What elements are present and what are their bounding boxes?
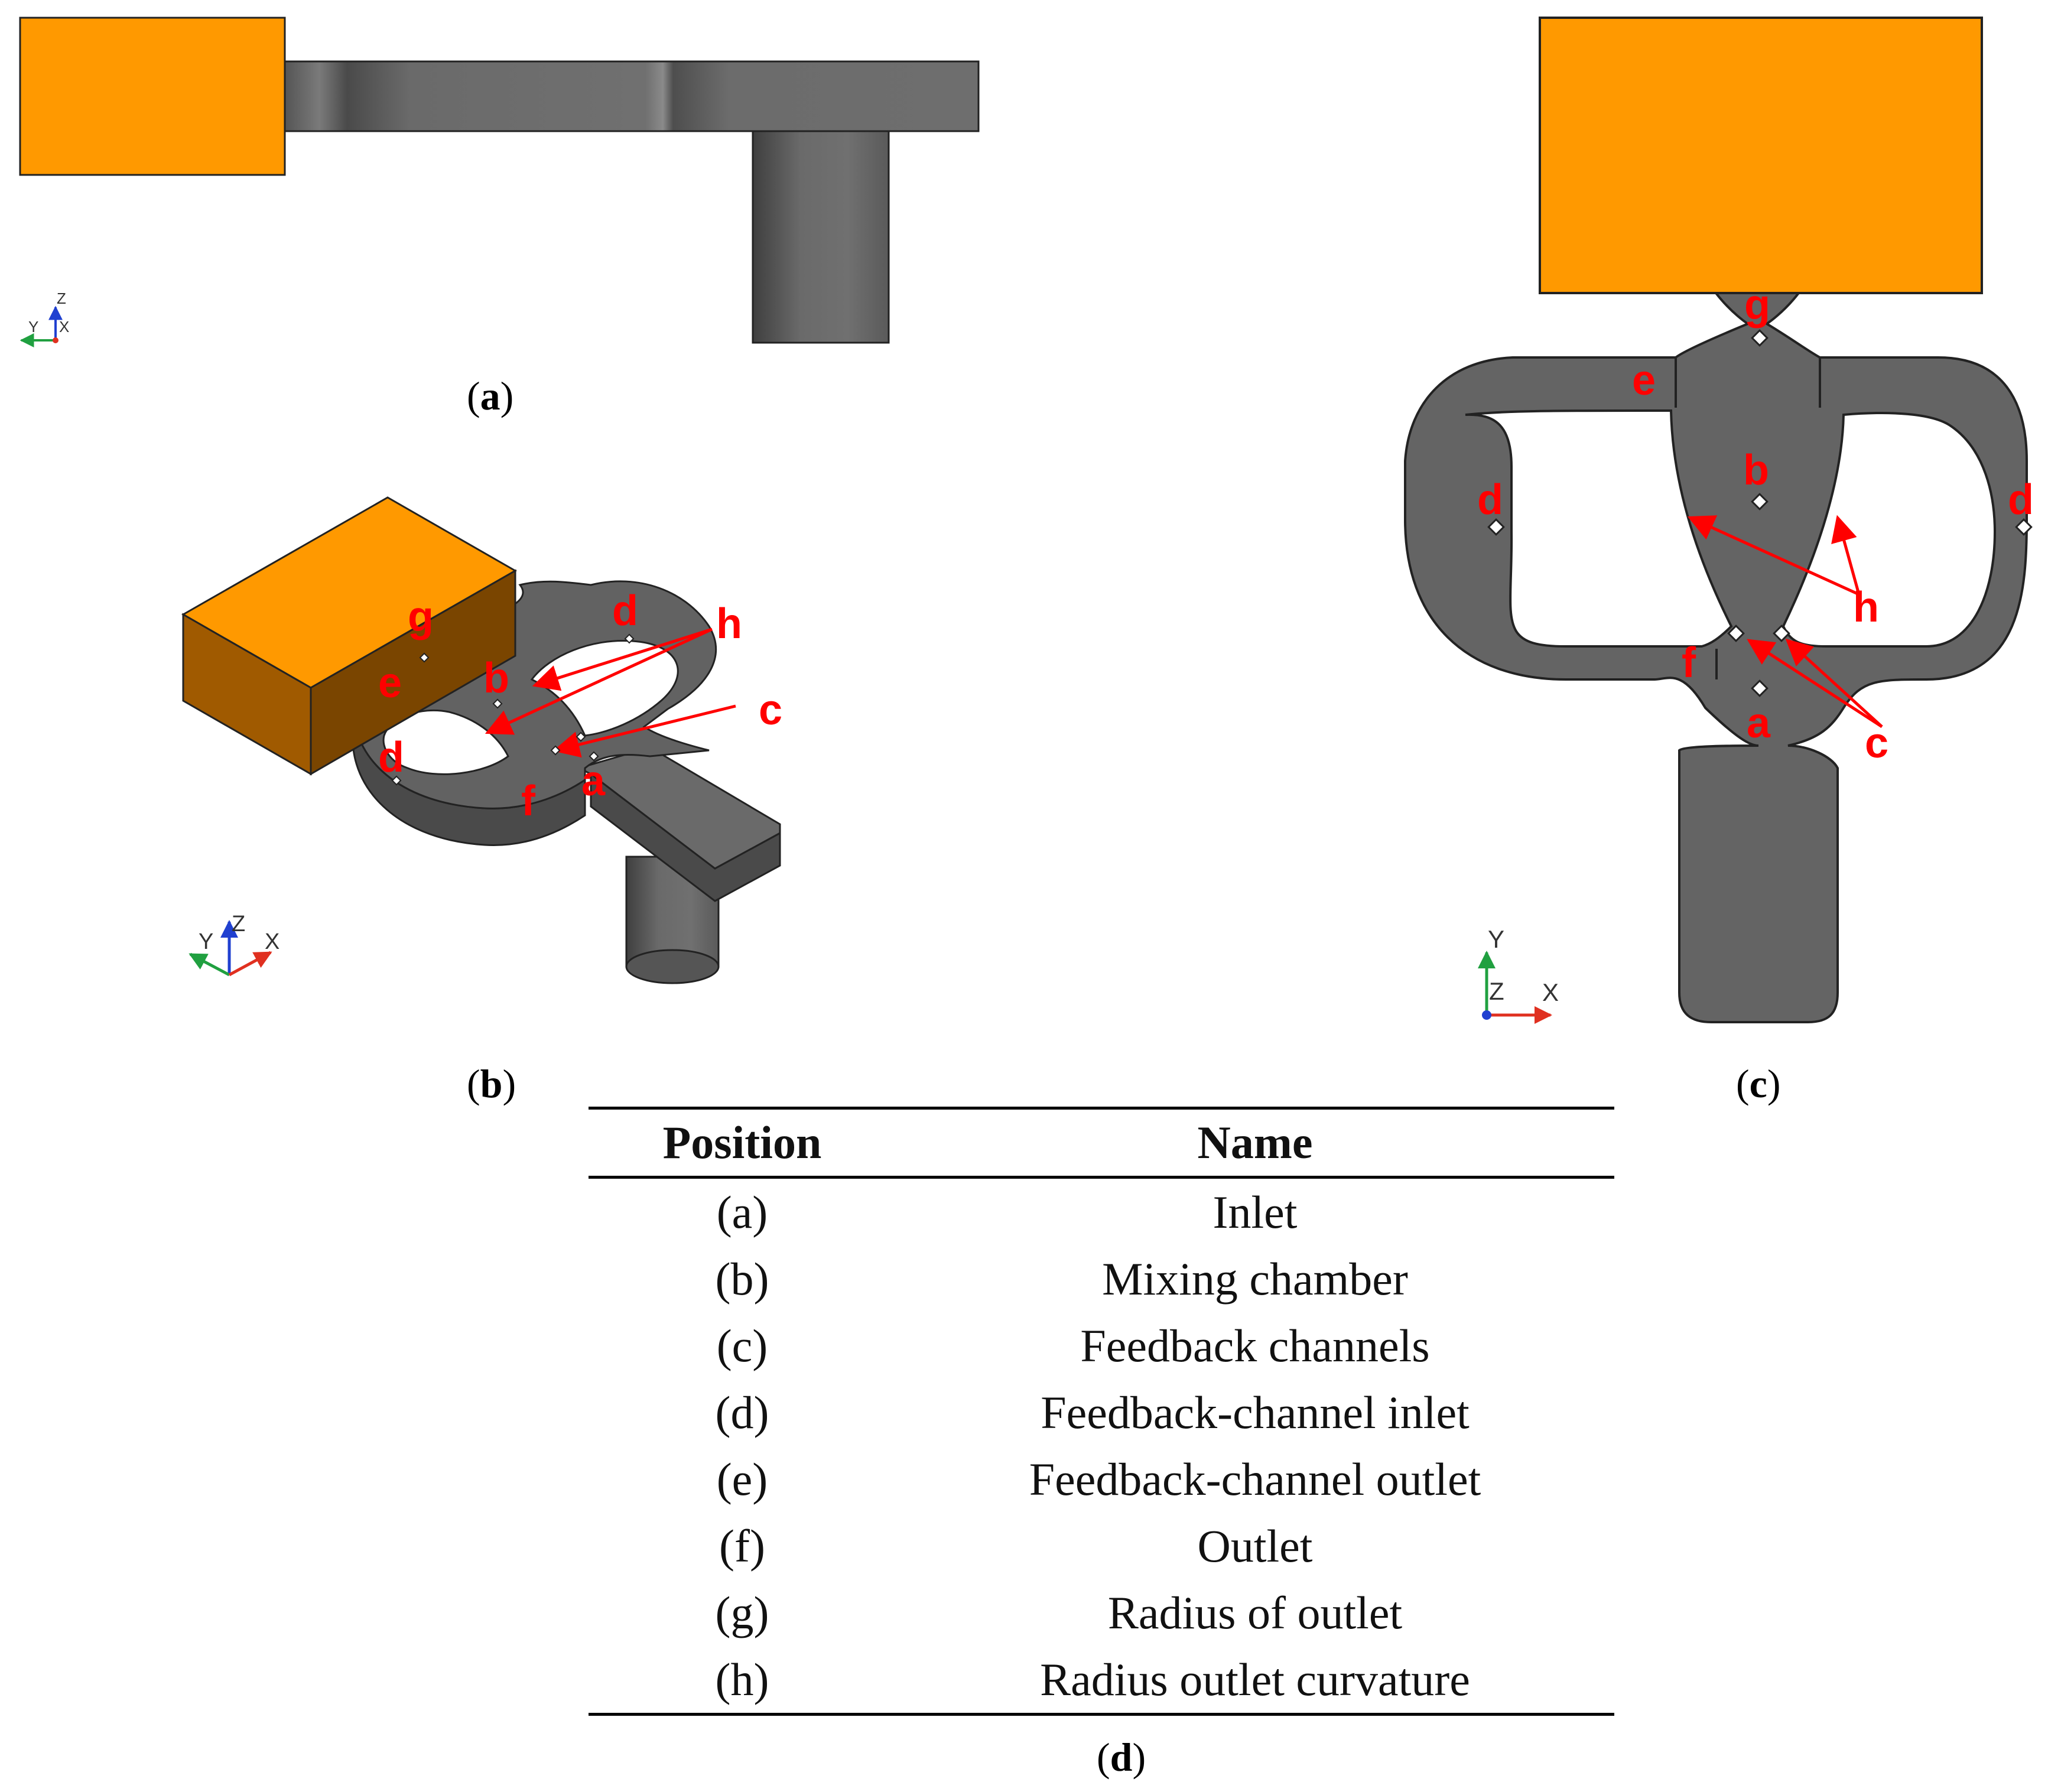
cell-position: (g) <box>715 1586 769 1638</box>
cell-position: (h) <box>715 1653 769 1705</box>
panel-a-axis-triad: Z Y X <box>19 290 69 347</box>
panel-a-axis-y: Y <box>28 318 38 336</box>
table-row: (f) Outlet <box>589 1513 1614 1579</box>
panel-c-label-g: g <box>1744 281 1770 329</box>
panel-c-caption: (c) <box>1736 1061 1781 1106</box>
panel-b-caption: (b) <box>467 1061 516 1106</box>
panel-b-orange-block <box>181 496 518 776</box>
table-header-row: Position Name <box>589 1108 1614 1178</box>
table-row: (c) Feedback channels <box>589 1312 1614 1379</box>
cell-name: Mixing chamber <box>1102 1253 1408 1305</box>
header-position: Position <box>662 1117 822 1168</box>
panel-b-label-e: e <box>378 659 402 707</box>
panel-b-label-b: b <box>483 655 509 702</box>
cell-name: Feedback channels <box>1080 1319 1430 1371</box>
panel-c-arrows <box>1687 515 1883 728</box>
cell-name: Radius outlet curvature <box>1040 1653 1470 1705</box>
panel-c-label-h: h <box>1853 584 1879 631</box>
panel-b-isometric-view: g e b d d h c f a Z Y X <box>181 496 782 984</box>
panel-b-axis-y: Y <box>199 929 213 954</box>
panel-b-ring-hole-left <box>382 709 509 775</box>
panel-b-axis-z: Z <box>232 912 245 936</box>
panel-c-label-c: c <box>1865 720 1888 767</box>
panel-c-axis-triad: Y Z X <box>1478 925 1559 1024</box>
panel-c-label-b: b <box>1743 447 1769 494</box>
cell-name: Inlet <box>1212 1186 1298 1238</box>
table-row: (b) Mixing chamber <box>589 1245 1614 1312</box>
table-row: (a) Inlet <box>589 1178 1614 1246</box>
panel-a-outlet-cylinder <box>752 130 890 344</box>
panel-a-axis-x: X <box>59 318 69 336</box>
cell-position: (c) <box>716 1319 768 1371</box>
cell-position: (f) <box>719 1520 765 1572</box>
table-row: (e) Feedback-channel outlet <box>589 1446 1614 1513</box>
panel-b-outlet-cylinder <box>625 856 720 984</box>
header-name: Name <box>1197 1117 1313 1168</box>
panel-c-axis-x: X <box>1542 978 1559 1006</box>
panel-c-label-e: e <box>1632 357 1656 404</box>
panel-c-axis-z: Z <box>1489 977 1504 1005</box>
panel-a-side-view: Z Y X <box>19 17 980 347</box>
panel-c-label-a: a <box>1747 700 1771 747</box>
cell-name: Outlet <box>1197 1520 1313 1572</box>
panel-b-arrows <box>485 627 736 758</box>
panel-c-markers <box>1487 329 2033 697</box>
table-row: (h) Radius outlet curvature <box>589 1646 1614 1715</box>
panel-a-axis-z: Z <box>57 290 66 307</box>
panel-b-label-g: g <box>408 593 434 640</box>
panel-b-axis-triad: Z Y X <box>188 912 279 977</box>
position-name-table: Position Name (a) Inlet (b) Mixing chamber… <box>589 1107 1614 1716</box>
cell-name: Feedback-channel inlet <box>1041 1386 1470 1438</box>
table-row: (d) Feedback-channel inlet <box>589 1379 1614 1446</box>
panel-b-label-d-top: d <box>612 587 638 635</box>
panel-b-ring-hole <box>530 639 679 737</box>
table-row: (g) Radius of outlet <box>589 1579 1614 1646</box>
panel-b-markers <box>391 633 635 786</box>
panel-a-channel-bar <box>284 60 980 132</box>
panel-c-chamber-lines <box>1675 357 1821 679</box>
panel-b-label-c: c <box>759 687 782 734</box>
panel-c-label-d-left: d <box>1477 476 1503 523</box>
panel-a-orange-block <box>19 17 286 176</box>
panel-d-caption: (d) <box>1097 1735 1146 1780</box>
cell-position: (d) <box>715 1386 769 1438</box>
panel-c-orange-block <box>1539 17 1983 294</box>
cell-position: (a) <box>716 1186 768 1238</box>
panel-b-axis-x: X <box>265 929 279 954</box>
cell-position: (e) <box>716 1453 768 1505</box>
panel-b-label-f: f <box>521 778 536 825</box>
panel-c-label-f: f <box>1682 639 1696 687</box>
panel-c-label-d-right: d <box>2008 476 2034 523</box>
panel-c-axis-y: Y <box>1488 925 1504 953</box>
panel-b-label-h: h <box>716 600 742 648</box>
cell-name: Radius of outlet <box>1107 1586 1403 1638</box>
panel-b-label-d-left: d <box>378 734 404 781</box>
panel-a-caption: (a) <box>467 373 514 418</box>
cell-position: (b) <box>715 1253 769 1305</box>
cell-name: Feedback-channel outlet <box>1029 1453 1481 1505</box>
panel-c-top-view: g e b d d h f a c Y Z X <box>1404 17 2034 1024</box>
panel-b-label-a: a <box>581 757 606 805</box>
